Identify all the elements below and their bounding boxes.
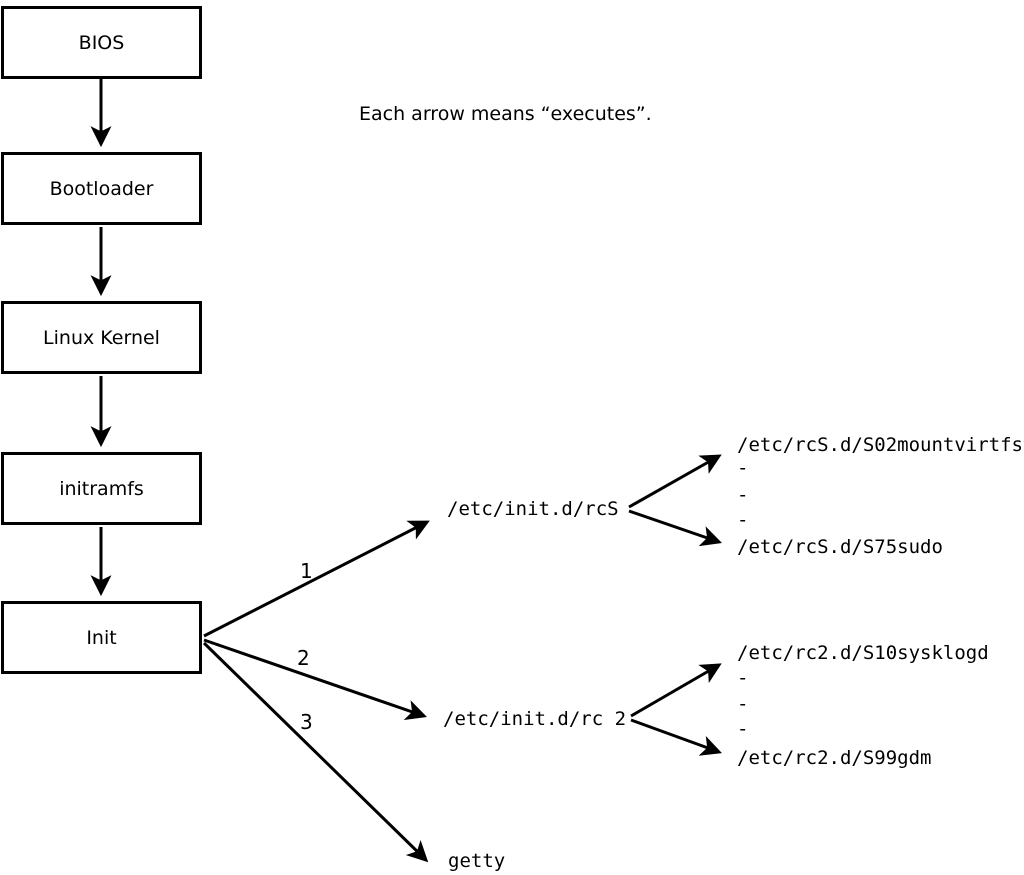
arrow-rc2-S10 xyxy=(630,663,722,718)
label-rcS-ellipsis-2: - xyxy=(737,484,749,506)
box-init-label: Init xyxy=(86,626,117,649)
arrow-init-rcS xyxy=(203,520,430,638)
label-getty: getty xyxy=(448,850,506,872)
label-rc2-ellipsis-2: - xyxy=(737,693,749,715)
arrow-init-rc2 xyxy=(203,638,427,721)
arrow-init-getty xyxy=(202,641,429,863)
label-rcS-ellipsis-1: - xyxy=(737,457,749,479)
box-bios: BIOS xyxy=(1,6,202,79)
box-bios-label: BIOS xyxy=(78,31,125,54)
label-etc-init-d-rc2: /etc/init.d/rc 2 xyxy=(443,708,627,730)
edge-label-1: 1 xyxy=(300,559,313,583)
box-init: Init xyxy=(1,601,202,674)
label-rc2-ellipsis-1: - xyxy=(737,667,749,689)
caption-arrow-meaning: Each arrow means “executes”. xyxy=(359,103,652,125)
edge-label-3: 3 xyxy=(300,710,313,734)
arrow-rc2-S99 xyxy=(630,718,722,756)
arrow-rcS-S02 xyxy=(628,454,722,509)
box-bootloader: Bootloader xyxy=(1,152,202,225)
label-etc-init-d-rcS: /etc/init.d/rcS xyxy=(447,498,619,520)
label-rc2-S10sysklogd: /etc/rc2.d/S10sysklogd xyxy=(737,642,989,664)
edge-label-2: 2 xyxy=(297,646,310,670)
box-linux-kernel-label: Linux Kernel xyxy=(43,326,160,349)
label-rc2-ellipsis-3: - xyxy=(737,718,749,740)
box-initramfs-label: initramfs xyxy=(59,477,144,500)
box-bootloader-label: Bootloader xyxy=(49,177,154,200)
label-rc2-S99gdm: /etc/rc2.d/S99gdm xyxy=(737,747,932,769)
arrow-rcS-S75 xyxy=(628,509,722,547)
box-linux-kernel: Linux Kernel xyxy=(1,301,202,374)
label-rcS-ellipsis-3: - xyxy=(737,509,749,531)
label-rcS-S02mountvirtfs: /etc/rcS.d/S02mountvirtfs xyxy=(737,434,1023,456)
label-rcS-S75sudo: /etc/rcS.d/S75sudo xyxy=(737,536,943,558)
box-initramfs: initramfs xyxy=(1,452,202,525)
